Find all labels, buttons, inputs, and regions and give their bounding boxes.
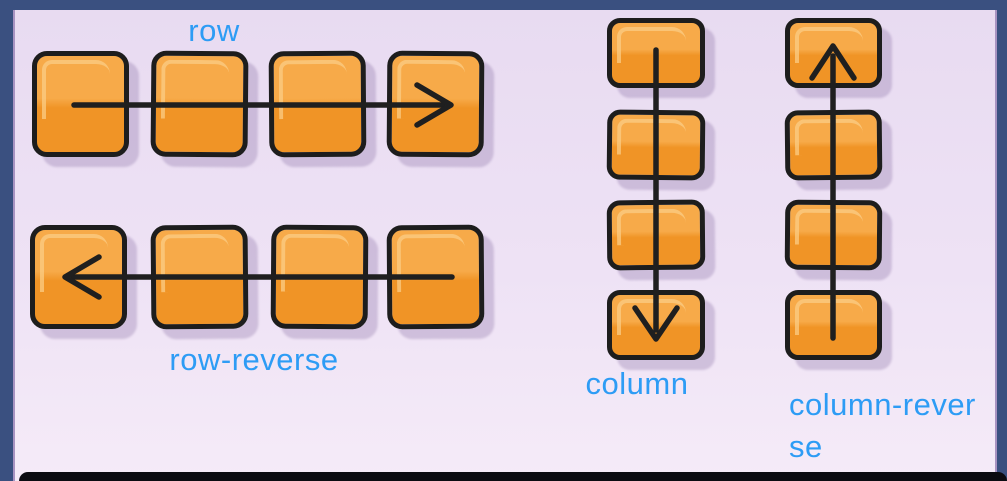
flex-item-box — [30, 225, 127, 329]
flex-item-box — [606, 109, 706, 181]
flex-item-box — [150, 50, 249, 158]
flex-item-box — [784, 109, 883, 181]
bottom-code-block-edge — [19, 472, 1007, 481]
flex-item-box — [150, 224, 249, 330]
column-reverse-label-line2: se — [789, 429, 823, 464]
flex-item-box — [386, 224, 485, 330]
row-label: row — [188, 13, 240, 48]
flex-item-box — [607, 18, 705, 88]
flex-item-box — [784, 199, 883, 271]
column-reverse-label: column-rever se — [789, 384, 995, 468]
flex-item-box — [607, 290, 705, 360]
row-reverse-label: row-reverse — [169, 342, 339, 377]
flex-item-box — [785, 18, 882, 88]
column-reverse-label-line1: column-rever — [789, 387, 976, 422]
diagram-panel: row row-reverse column column-rever se — [13, 10, 997, 481]
flex-item-box — [606, 199, 706, 271]
flex-item-box — [785, 290, 882, 360]
flex-item-box — [32, 51, 129, 157]
flex-item-box — [386, 50, 485, 158]
flex-item-box — [268, 50, 367, 158]
flex-item-box — [270, 224, 369, 330]
column-label: column — [585, 366, 689, 401]
